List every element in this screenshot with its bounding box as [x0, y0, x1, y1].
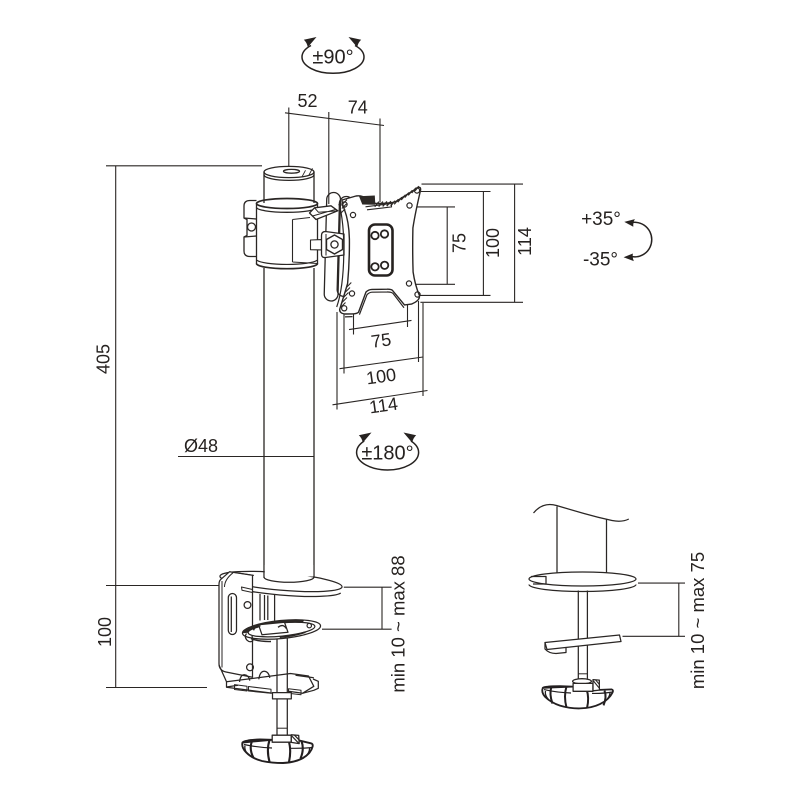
- svg-text:min 10 ~ max 88: min 10 ~ max 88: [388, 555, 409, 692]
- svg-text:±90°: ±90°: [312, 47, 353, 69]
- svg-text:-35°: -35°: [583, 250, 618, 271]
- svg-text:±180°: ±180°: [361, 443, 413, 465]
- svg-text:Ø48: Ø48: [184, 436, 218, 456]
- svg-text:+35°: +35°: [581, 209, 621, 230]
- svg-text:100: 100: [95, 617, 115, 647]
- svg-text:114: 114: [515, 227, 535, 256]
- svg-text:405: 405: [94, 344, 114, 374]
- svg-text:75: 75: [450, 233, 470, 253]
- svg-text:114: 114: [368, 394, 399, 418]
- svg-text:min 10 ~ max 75: min 10 ~ max 75: [687, 552, 708, 689]
- svg-text:74: 74: [348, 98, 368, 118]
- svg-text:52: 52: [297, 91, 317, 111]
- svg-text:75: 75: [370, 329, 393, 352]
- svg-text:100: 100: [483, 228, 503, 258]
- svg-text:100: 100: [365, 365, 398, 389]
